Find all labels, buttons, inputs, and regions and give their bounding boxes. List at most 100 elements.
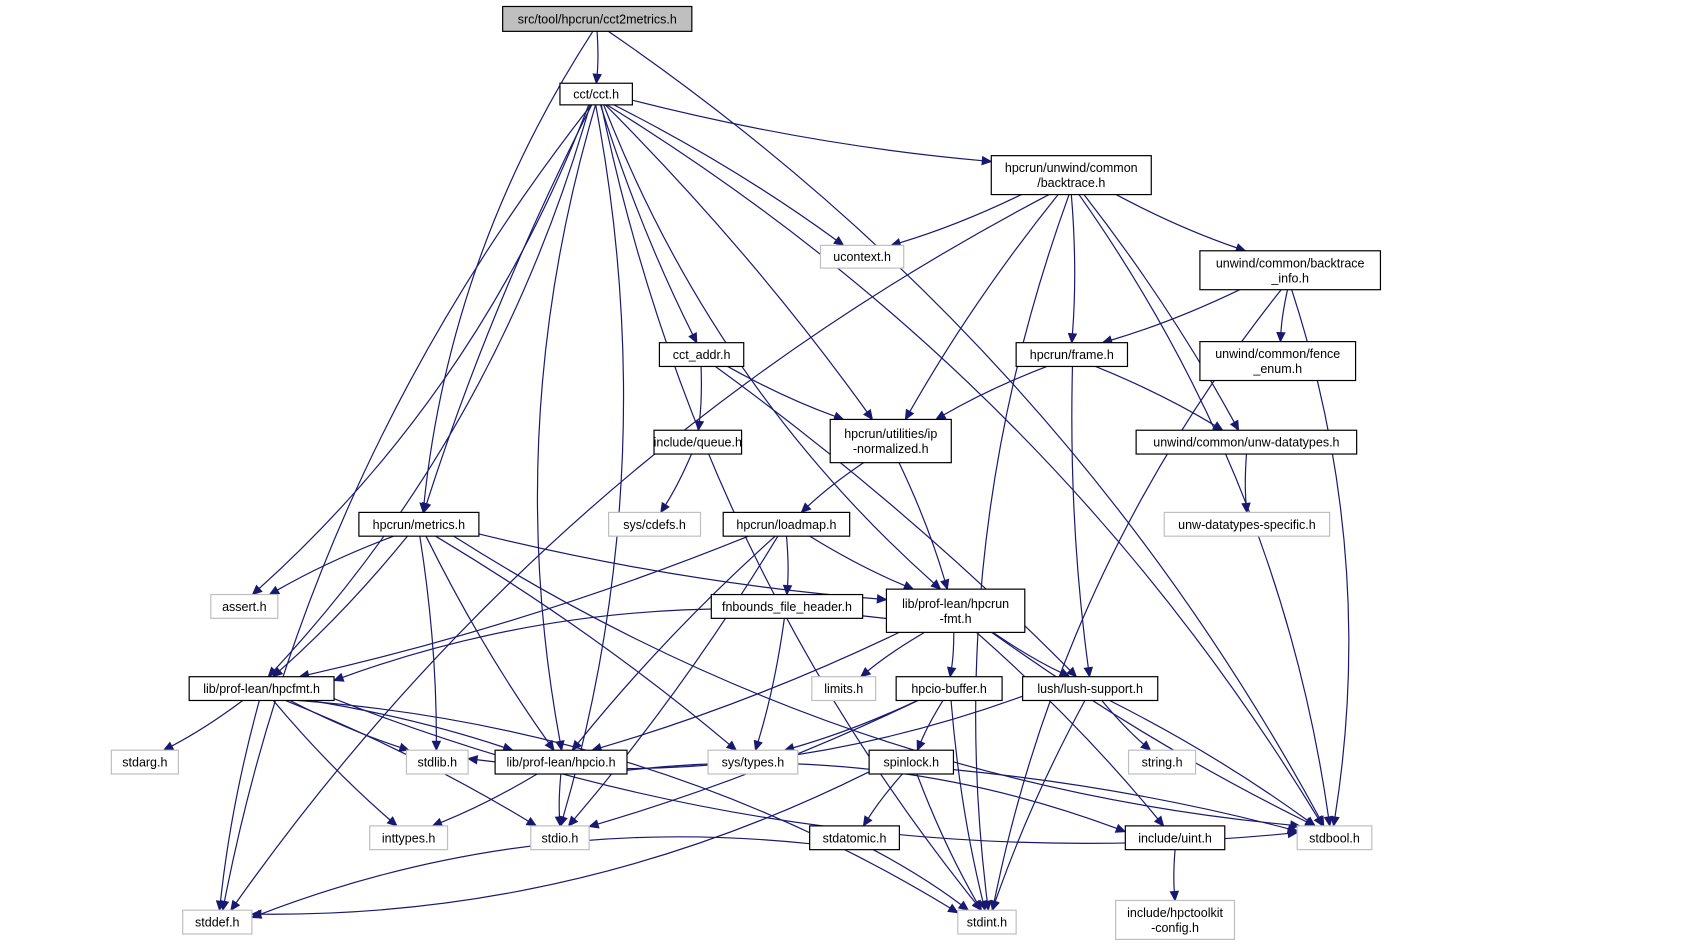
edge-cct_addr-to-ipnorm <box>727 365 845 421</box>
node-box <box>559 82 633 106</box>
node-uint[interactable]: include/uint.h <box>1124 825 1226 851</box>
node-label: sys/cdefs.h <box>623 518 686 532</box>
node-label: unwind/common/unw-datatypes.h <box>1153 436 1339 450</box>
node-label: _enum.h <box>1252 362 1302 376</box>
node-label: lib/prof-lean/hpcio.h <box>506 756 615 770</box>
arrowhead-icon <box>981 155 993 166</box>
edge-spinlock-to-stdint <box>916 773 982 912</box>
node-cct_addr[interactable]: cct_addr.h <box>658 342 745 368</box>
edge-stdatomic-to-stdint <box>872 849 970 911</box>
arrowhead-icon <box>862 408 874 421</box>
edge-line <box>1071 366 1089 668</box>
arrowhead-icon <box>272 666 284 678</box>
edge-metrics-to-systypes <box>435 535 738 752</box>
node-fnbounds[interactable]: fnbounds_file_header.h <box>710 593 864 619</box>
edge-line <box>727 365 836 417</box>
node-stdbool: stdbool.h <box>1296 825 1373 851</box>
edge-line <box>435 535 730 745</box>
node-label: lush/lush-support.h <box>1037 682 1143 696</box>
edge-frame-to-ipnorm <box>934 365 1048 421</box>
node-box <box>957 909 1017 935</box>
edge-fnbounds-to-systypes <box>753 618 785 752</box>
edge-hpcrunfmt-to-limits <box>859 631 925 678</box>
arrowhead-icon <box>833 235 845 247</box>
arrowhead-icon <box>947 903 959 914</box>
arrowhead-icon <box>1304 816 1317 827</box>
edge-line <box>809 535 906 587</box>
arrowhead-icon <box>1276 331 1286 343</box>
node-queue[interactable]: include/queue.h <box>653 429 743 455</box>
arrowhead-icon <box>398 742 411 752</box>
node-box <box>1114 899 1236 940</box>
edge-ipnorm-to-hpcrunfmt <box>898 462 950 591</box>
node-box <box>1296 825 1373 851</box>
arrowhead-icon <box>251 584 263 596</box>
node-hpctkcfg: include/hpctoolkit-config.h <box>1114 899 1236 940</box>
edge-stdatomic-to-stddef <box>250 836 810 919</box>
node-label: ucontext.h <box>833 250 891 264</box>
edge-line <box>258 104 590 589</box>
arrowhead-icon <box>1212 421 1224 431</box>
node-box <box>1015 342 1129 368</box>
node-box <box>990 155 1152 196</box>
arrowhead-icon <box>862 815 873 827</box>
arrowhead-icon <box>567 815 579 827</box>
edge-metrics-to-hpcrunfmt <box>478 533 888 604</box>
edge-line <box>632 99 983 162</box>
edge-line <box>604 104 868 413</box>
edge-line <box>867 773 903 819</box>
node-cct[interactable]: cct/cct.h <box>559 82 633 106</box>
node-box <box>895 676 1003 702</box>
edge-hpcio-to-stdio <box>554 773 565 828</box>
edge-line <box>1244 453 1248 504</box>
edge-cct-to-hpcio <box>536 104 597 752</box>
edge-metrics-to-stdbool <box>453 535 1301 830</box>
arrowhead-icon <box>946 666 957 678</box>
edge-line <box>785 536 789 586</box>
node-btinfo[interactable]: unwind/common/backtrace_info.h <box>1199 250 1382 291</box>
arrowhead-icon <box>1229 419 1240 432</box>
edge-line <box>872 849 962 906</box>
edge-metrics-to-hpcfmt <box>272 535 408 678</box>
node-fence[interactable]: unwind/common/fence_enum.h <box>1199 340 1357 382</box>
arrowhead-icon <box>876 594 888 604</box>
arrowhead-icon <box>902 581 915 590</box>
edge-spinlock-to-stdbool <box>953 769 1299 834</box>
node-stdatomic[interactable]: stdatomic.h <box>809 825 900 851</box>
edge-frame-to-lush <box>1071 366 1093 678</box>
edge-spinlock-to-stdatomic <box>862 773 903 827</box>
node-spinlock[interactable]: spinlock.h <box>868 749 955 775</box>
edge-backtrace-to-frame <box>1067 194 1078 344</box>
node-root[interactable]: src/tool/hpcrun/cct2metrics.h <box>502 5 693 32</box>
node-metrics[interactable]: hpcrun/metrics.h <box>358 511 480 537</box>
node-label: -config.h <box>1151 921 1199 935</box>
arrowhead-icon <box>544 739 555 752</box>
node-box <box>110 749 179 775</box>
edge-line <box>1115 194 1238 249</box>
node-stddef: stddef.h <box>182 909 253 935</box>
edge-line <box>558 773 562 817</box>
node-hpcio[interactable]: lib/prof-lean/hpcio.h <box>494 749 628 775</box>
edge-line <box>577 535 776 744</box>
node-frame[interactable]: hpcrun/frame.h <box>1015 342 1129 368</box>
node-ipnorm[interactable]: hpcrun/utilities/ip-normalized.h <box>829 418 952 464</box>
node-hpciobuf[interactable]: hpcio-buffer.h <box>895 676 1003 702</box>
edge-frame-to-unwdt <box>1095 365 1224 431</box>
node-backtrace[interactable]: hpcrun/unwind/common/backtrace.h <box>990 155 1152 196</box>
node-inttypes: inttypes.h <box>369 825 449 851</box>
node-loadmap[interactable]: hpcrun/loadmap.h <box>722 511 851 537</box>
node-unwdt[interactable]: unwind/common/unw-datatypes.h <box>1135 429 1358 455</box>
edge-hpcrunfmt-to-hpciobuf <box>946 632 957 678</box>
edge-cct-to-ipnorm <box>604 104 874 421</box>
node-lush[interactable]: lush/lush-support.h <box>1022 676 1159 702</box>
arrowhead-icon <box>904 408 915 421</box>
arrowhead-icon <box>525 816 538 827</box>
node-hpcrunfmt[interactable]: lib/prof-lean/hpcrun-fmt.h <box>885 588 1026 633</box>
node-hpcfmt[interactable]: lib/prof-lean/hpcfmt.h <box>188 676 335 702</box>
arrowhead-icon <box>972 899 982 912</box>
node-label: cct_addr.h <box>673 348 731 362</box>
node-label: stdbool.h <box>1309 831 1360 845</box>
edge-line <box>453 535 1291 826</box>
edge-line <box>277 535 394 591</box>
